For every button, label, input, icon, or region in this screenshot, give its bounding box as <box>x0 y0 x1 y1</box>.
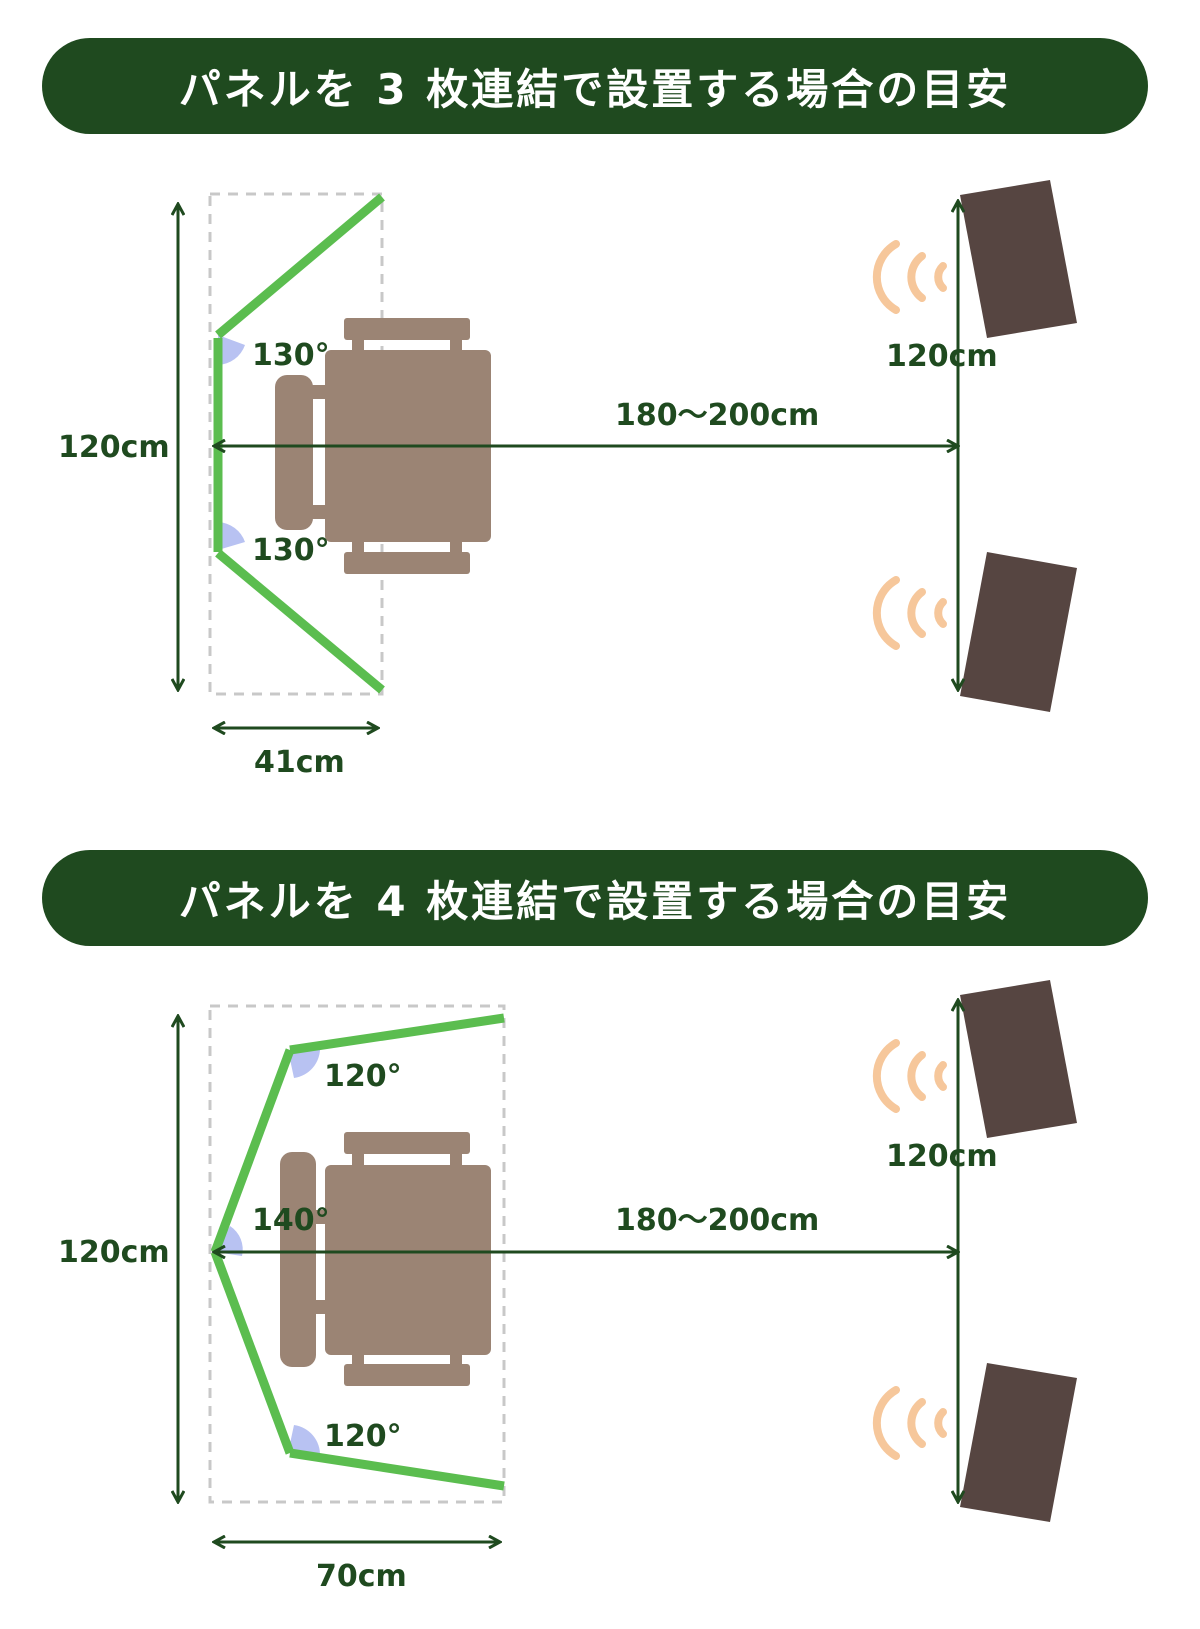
section-four-panels: パネルを 4 枚連結で設置する場合の目安 <box>0 810 1200 1629</box>
width-label: 70cm <box>316 1559 407 1594</box>
section-title-banner: パネルを 3 枚連結で設置する場合の目安 <box>42 38 1148 134</box>
height-label: 120cm <box>58 430 170 465</box>
sound-panels <box>210 1013 505 1491</box>
four-panel-diagram: 120cm 70cm 180〜200cm 120cm 120° 140° 120… <box>58 980 1077 1594</box>
angle-marker <box>218 335 245 365</box>
height-label: 120cm <box>58 1235 170 1270</box>
sound-wave-icon <box>872 240 947 314</box>
speaker-gap-label: 120cm <box>886 339 998 374</box>
speaker-icon <box>960 980 1077 1138</box>
sound-wave-icon <box>872 1386 947 1460</box>
section-title-banner: パネルを 4 枚連結で設置する場合の目安 <box>42 850 1148 946</box>
angle-label: 120° <box>324 1059 402 1094</box>
speaker-icon <box>960 552 1077 712</box>
speaker-icon <box>960 180 1077 338</box>
sound-wave-icon <box>872 576 947 650</box>
angle-label: 140° <box>252 1203 330 1238</box>
angle-label: 130° <box>252 533 330 568</box>
speaker-gap-label: 120cm <box>886 1139 998 1174</box>
angle-marker <box>288 1425 321 1456</box>
angle-label: 130° <box>252 338 330 373</box>
section-title: パネルを 4 枚連結で設置する場合の目安 <box>178 876 1012 926</box>
sound-wave-icon <box>872 1039 947 1113</box>
angle-marker <box>218 522 245 550</box>
chair-icon <box>280 1132 491 1386</box>
angle-marker <box>288 1047 321 1078</box>
width-label: 41cm <box>254 745 345 780</box>
three-panel-diagram: 120cm 41cm 180〜200cm 120cm 130° 130° <box>58 180 1077 780</box>
angle-label: 120° <box>324 1419 402 1454</box>
distance-label: 180〜200cm <box>615 1203 819 1238</box>
distance-label: 180〜200cm <box>615 398 819 433</box>
chair-icon <box>275 318 491 574</box>
speaker-icon <box>960 1363 1077 1522</box>
section-three-panels: パネルを 3 枚連結で設置する場合の目安 <box>0 0 1200 810</box>
section-title: パネルを 3 枚連結で設置する場合の目安 <box>178 64 1012 114</box>
